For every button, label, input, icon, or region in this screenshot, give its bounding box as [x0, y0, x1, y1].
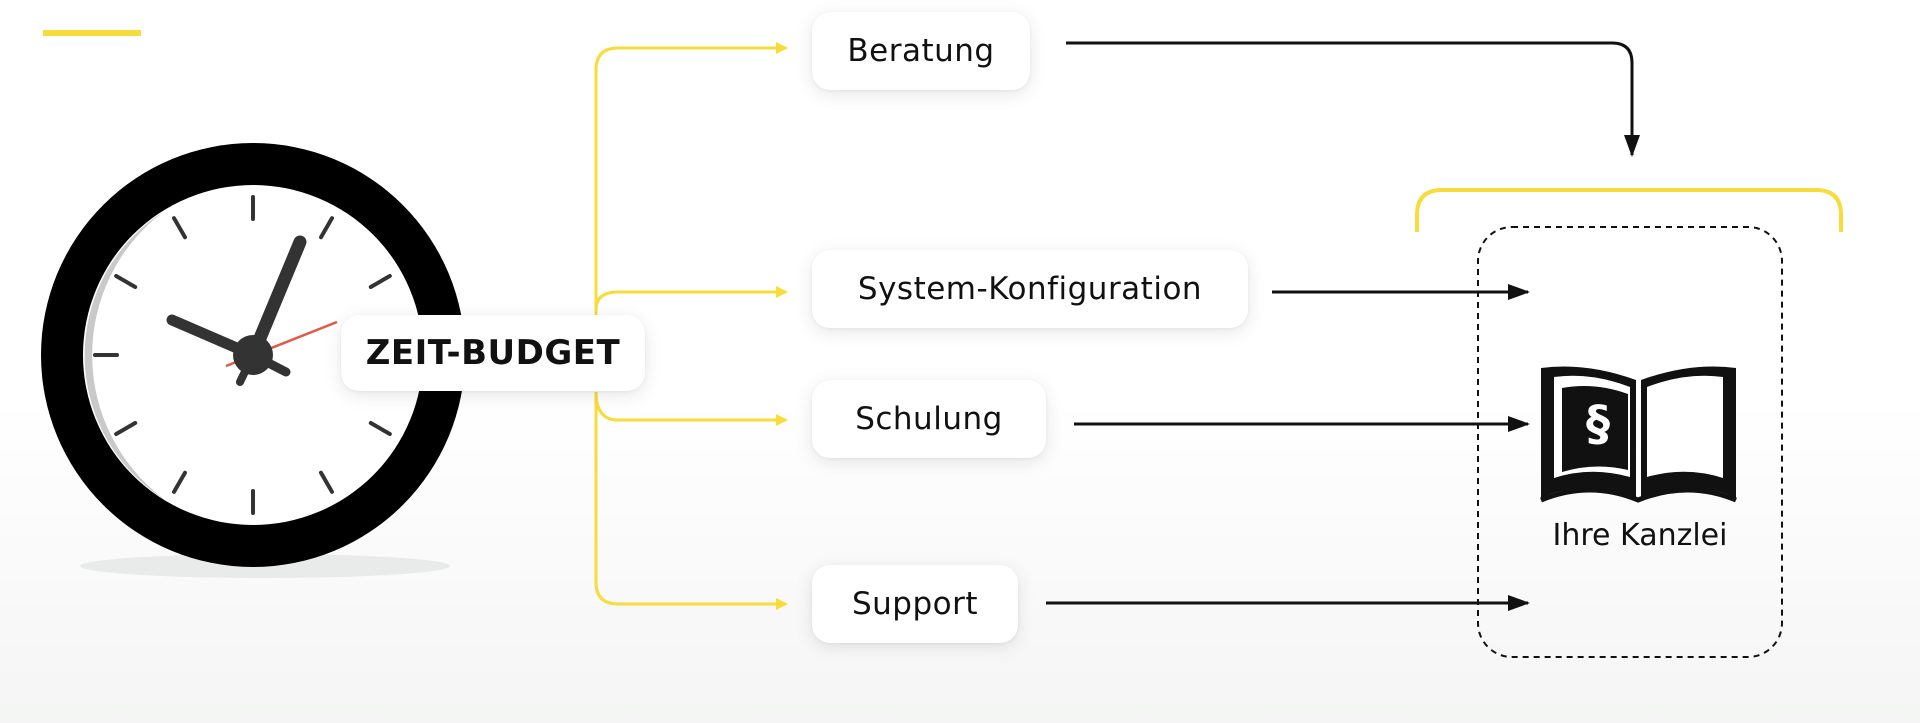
service-beratung: Beratung	[812, 12, 1030, 90]
zeit-budget-label: ZEIT-BUDGET	[365, 333, 621, 373]
paragraph-symbol: §	[1586, 396, 1610, 452]
service-support: Support	[812, 565, 1018, 643]
branch-line-beratung	[594, 42, 788, 320]
branch-line-schulung	[594, 391, 788, 426]
branch-line-support	[594, 392, 788, 610]
arrow-beratung-to-office	[1066, 41, 1640, 157]
branch-line-system-konfiguration	[594, 286, 788, 311]
clock-icon	[41, 143, 465, 578]
clock-tick	[319, 470, 334, 494]
zeit-budget-node: ZEIT-BUDGET	[341, 315, 645, 391]
office-label: Ihre Kanzlei	[1552, 518, 1728, 553]
service-label: Schulung	[855, 401, 1003, 437]
service-schulung: Schulung	[812, 380, 1046, 458]
clock-tick	[114, 421, 138, 436]
clock-tick	[172, 470, 187, 494]
clock-tick	[319, 216, 334, 240]
clock-tick	[114, 274, 138, 289]
service-label: Support	[851, 586, 979, 622]
accent-bar	[43, 30, 141, 36]
clock-tick	[368, 421, 392, 436]
service-system-konfiguration: System-Konfiguration	[812, 250, 1248, 328]
service-label: System-Konfiguration	[857, 271, 1203, 307]
clock-tick	[368, 274, 392, 289]
service-label: Beratung	[847, 33, 995, 69]
law-book-icon: §	[1540, 366, 1737, 503]
clock-tick	[172, 216, 187, 240]
office-accent-cap	[1415, 188, 1843, 232]
